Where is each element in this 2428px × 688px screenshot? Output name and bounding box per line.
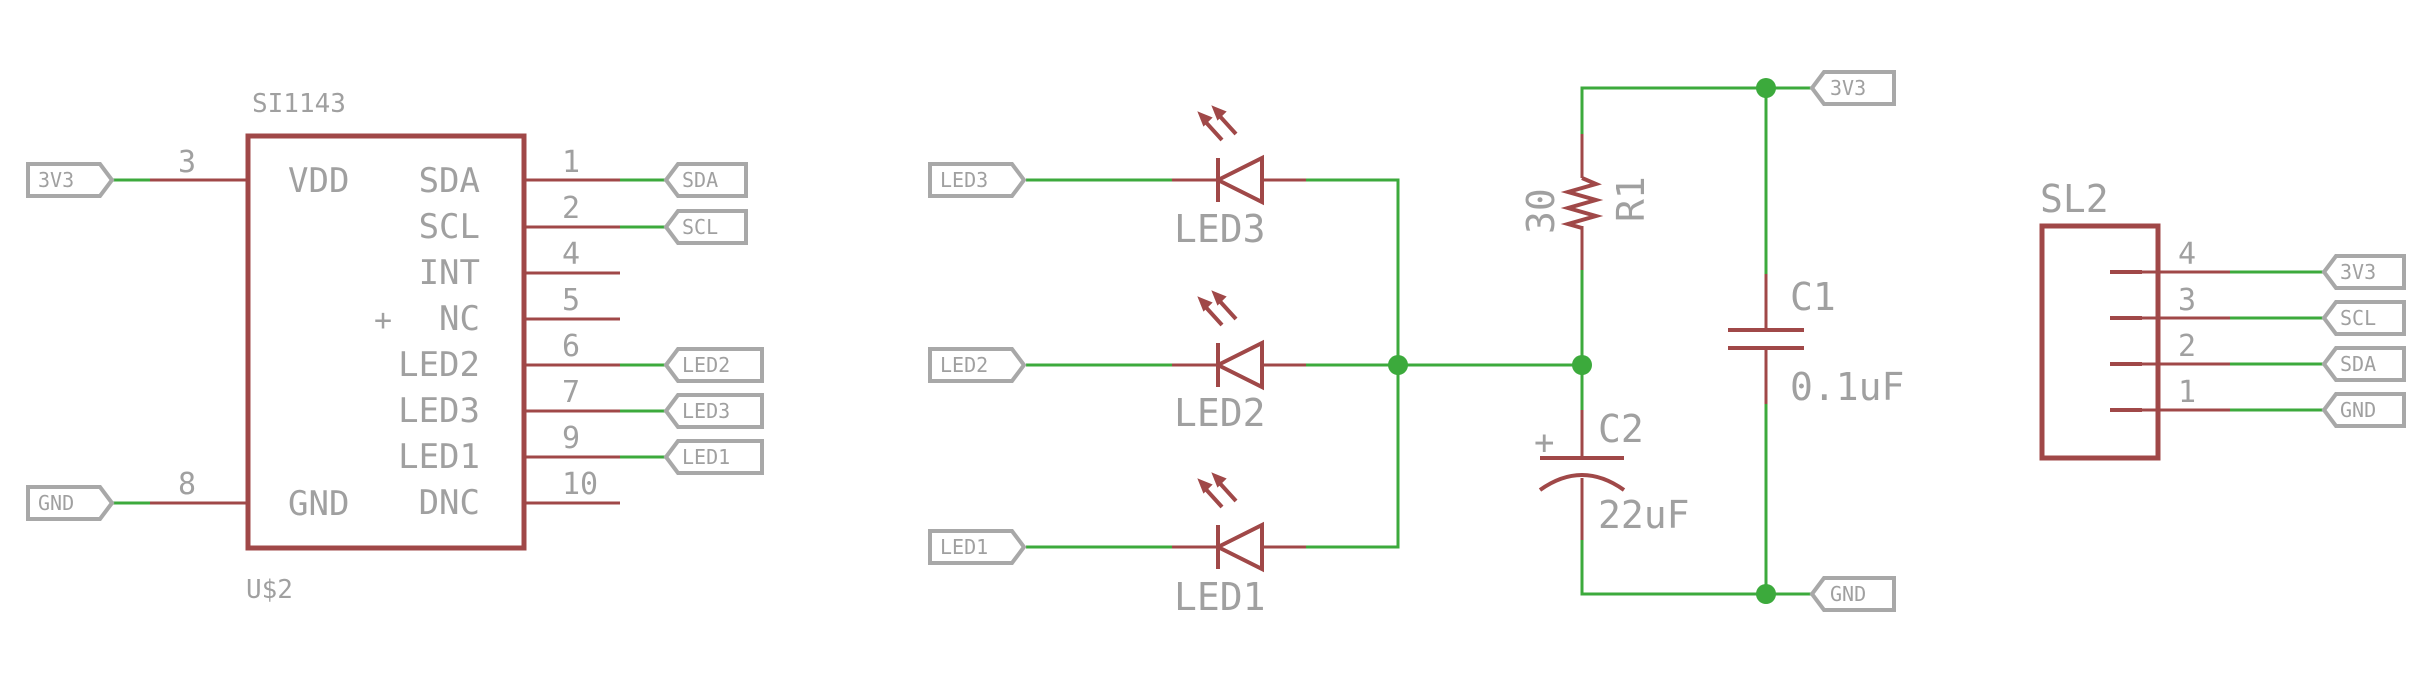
u2-pin-10-num: 10 [562, 467, 598, 502]
svg-text:GND: GND [38, 491, 74, 515]
junction-3v3-top [1756, 78, 1776, 98]
u2-plus-mark: + [374, 303, 392, 338]
u2-pin-3-num: 3 [178, 145, 196, 180]
sl2-pin-1-num: 1 [2178, 375, 2196, 410]
net-label-sl2-sda: SDA [2321, 346, 2406, 382]
led1-diode: LED1 [1172, 472, 1306, 619]
svg-text:LED3: LED3 [682, 399, 730, 423]
u2-pin-6-num: 6 [562, 329, 580, 364]
net-label-u2-led3: LED3 [663, 393, 764, 429]
c1-capacitor: C1 0.1uF [1728, 274, 1904, 409]
u2-wires [112, 178, 666, 505]
u2-pin-int-name: INT [419, 253, 480, 293]
net-label-u2-3v3: 3V3 [26, 162, 115, 198]
net-label-sl2-gnd: GND [2321, 392, 2406, 428]
svg-text:GND: GND [1830, 582, 1866, 606]
svg-text:LED1: LED1 [682, 445, 730, 469]
sl2-body [2039, 223, 2161, 461]
c2-value: 22uF [1598, 493, 1690, 537]
u2-pin-scl-name: SCL [419, 207, 480, 247]
u2-pin-sda-name: SDA [419, 161, 480, 201]
u2-pin-nc-name: NC [439, 299, 480, 339]
net-label-mid-led2: LED2 [928, 347, 1027, 383]
u2-pin-8-num: 8 [178, 467, 196, 502]
u2-pin-9-num: 9 [562, 421, 580, 456]
net-label-u2-led1: LED1 [663, 439, 764, 475]
u2-pin-dnc-name: DNC [419, 483, 480, 523]
svg-text:SCL: SCL [2340, 306, 2376, 330]
net-label-u2-gnd: GND [26, 485, 115, 521]
u2-pin-led1-name: LED1 [398, 437, 480, 477]
svg-text:GND: GND [2340, 398, 2376, 422]
svg-text:3V3: 3V3 [1830, 76, 1866, 100]
net-label-bottom-gnd: GND [1809, 576, 1896, 612]
sl2-connector: SL2 4 3 2 1 [2039, 177, 2230, 461]
u2-body [245, 133, 527, 551]
net-label-mid-led3: LED3 [928, 162, 1027, 198]
u2-pin-2-num: 2 [562, 191, 580, 226]
led-section-wires [1026, 78, 1812, 604]
u2-part-name: SI1143 [252, 89, 346, 119]
svg-text:SDA: SDA [682, 168, 718, 192]
svg-text:LED2: LED2 [940, 353, 988, 377]
led2-diode: LED2 [1172, 290, 1306, 435]
r1-value: 30 [1519, 188, 1563, 234]
sl2-wires [2230, 270, 2324, 412]
junction-gnd-bottom [1756, 584, 1776, 604]
svg-text:LED1: LED1 [940, 535, 988, 559]
c1-ref: C1 [1790, 275, 1836, 319]
u2-pin-led2-name: LED2 [398, 345, 480, 385]
sl2-ref: SL2 [2040, 177, 2109, 221]
svg-text:LED3: LED3 [940, 168, 988, 192]
svg-text:3V3: 3V3 [2340, 260, 2376, 284]
u2-pin-1-num: 1 [562, 145, 580, 180]
u2-pin-gnd-name: GND [288, 484, 349, 524]
r1-resistor: 30 R1 [1519, 134, 1653, 270]
svg-text:LED2: LED2 [682, 353, 730, 377]
u2-pin-7-num: 7 [562, 375, 580, 410]
junction-led-common [1388, 355, 1408, 375]
net-label-sl2-3v3: 3V3 [2321, 254, 2406, 290]
u2-pin-5-num: 5 [562, 283, 580, 318]
u2-pin-vdd-name: VDD [288, 161, 349, 201]
led3-diode: LED3 [1172, 105, 1306, 251]
c2-plus-mark: + [1534, 423, 1554, 463]
u2-chip: SI1143 U$2 3 8 VDD GND 1 2 4 5 6 7 9 10 … [150, 89, 620, 605]
c1-value: 0.1uF [1790, 365, 1904, 409]
net-label-top-3v3: 3V3 [1809, 70, 1896, 106]
net-label-u2-scl: SCL [663, 209, 748, 245]
led2-label: LED2 [1174, 391, 1266, 435]
u2-pin-led3-name: LED3 [398, 391, 480, 431]
r1-ref: R1 [1609, 176, 1653, 222]
net-label-sl2-scl: SCL [2321, 300, 2406, 336]
junction-r1-c2 [1572, 355, 1592, 375]
sl2-pin-3-num: 3 [2178, 283, 2196, 318]
led1-label: LED1 [1174, 575, 1266, 619]
c2-ref: C2 [1598, 407, 1644, 451]
net-label-u2-led2: LED2 [663, 347, 764, 383]
svg-text:SCL: SCL [682, 215, 718, 239]
net-label-mid-led1: LED1 [928, 529, 1027, 565]
c2-capacitor: + C2 22uF [1534, 407, 1690, 540]
net-label-u2-sda: SDA [663, 162, 748, 198]
led3-label: LED3 [1174, 207, 1266, 251]
u2-ref: U$2 [246, 575, 293, 605]
sl2-pin-2-num: 2 [2178, 329, 2196, 364]
u2-pin-4-num: 4 [562, 237, 580, 272]
svg-text:SDA: SDA [2340, 352, 2376, 376]
svg-text:3V3: 3V3 [38, 168, 74, 192]
sl2-pin-4-num: 4 [2178, 237, 2196, 272]
